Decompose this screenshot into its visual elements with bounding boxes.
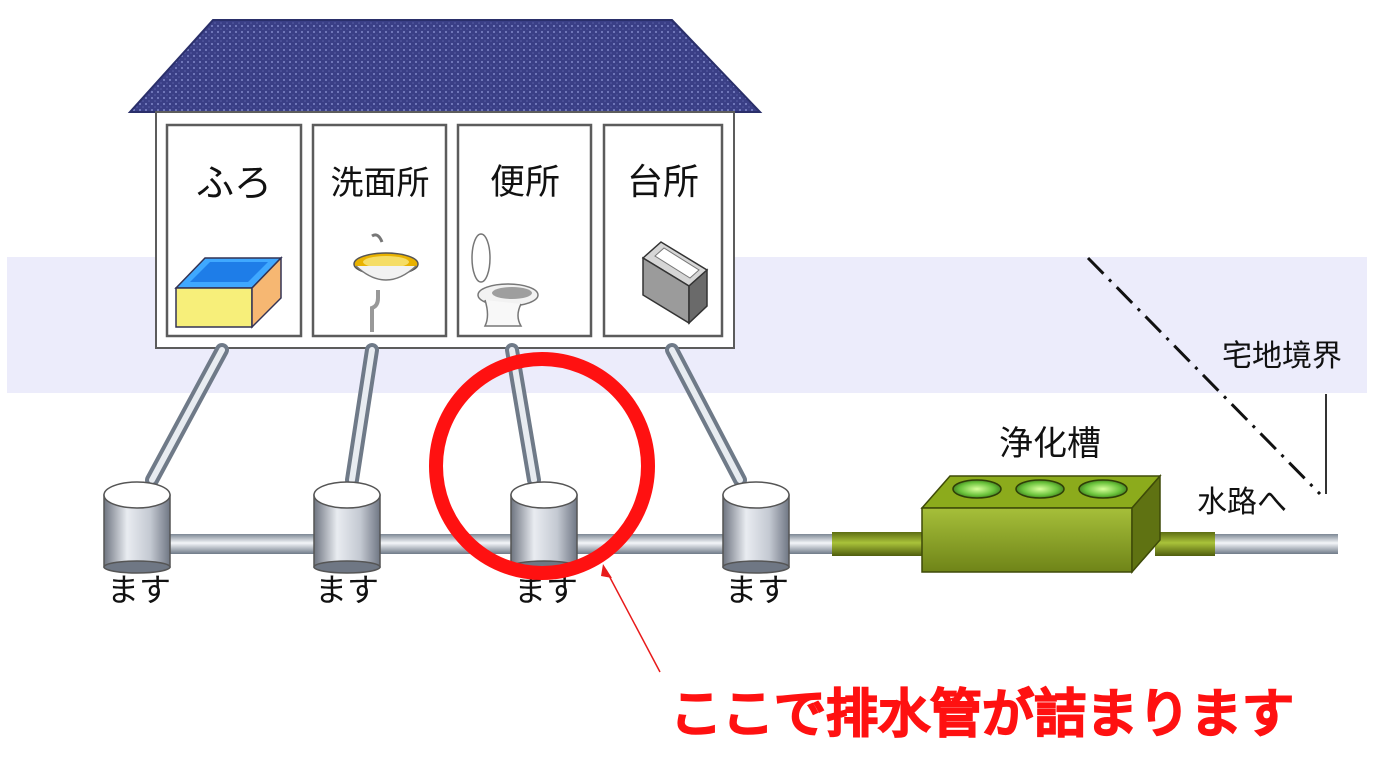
masu-2 [313,481,381,574]
masu-label-4: ます [725,571,789,609]
room-label-daidokoro: 台所 [627,162,699,203]
callout-arrowhead [601,564,612,578]
green-pipe-inlet [832,532,924,556]
septic-tank-label: 浄化槽 [999,424,1101,464]
property-boundary-line [1086,256,1322,496]
masu-label-2: ます [315,571,379,609]
callout-text: ここで排水管が詰まります [670,685,1294,745]
callout-arrow-line [605,569,661,673]
masu-4 [722,481,790,574]
room-senmenjo: 洗面所 [311,123,448,338]
kitchen-sink-icon [641,241,709,325]
house-roof [127,19,763,113]
to-waterway-label: 水路へ [1197,485,1287,520]
room-label-furo: ふろ [196,161,272,205]
masu-3 [510,481,578,574]
masu-1 [103,481,171,574]
septic-tank [920,474,1162,574]
room-label-senmenjo: 洗面所 [331,163,430,202]
drain-pipes [145,343,747,487]
room-label-benjo: 便所 [490,163,560,203]
green-pipe-outlet [1155,532,1215,556]
property-boundary-label: 宅地境界 [1222,339,1342,374]
bathtub-icon [174,256,283,329]
washbasin-icon [353,233,419,332]
masu-label-1: ます [107,571,171,609]
toilet-icon [471,233,539,327]
outflow-pipe [1210,534,1338,554]
blockage-highlight-circle [429,352,655,580]
